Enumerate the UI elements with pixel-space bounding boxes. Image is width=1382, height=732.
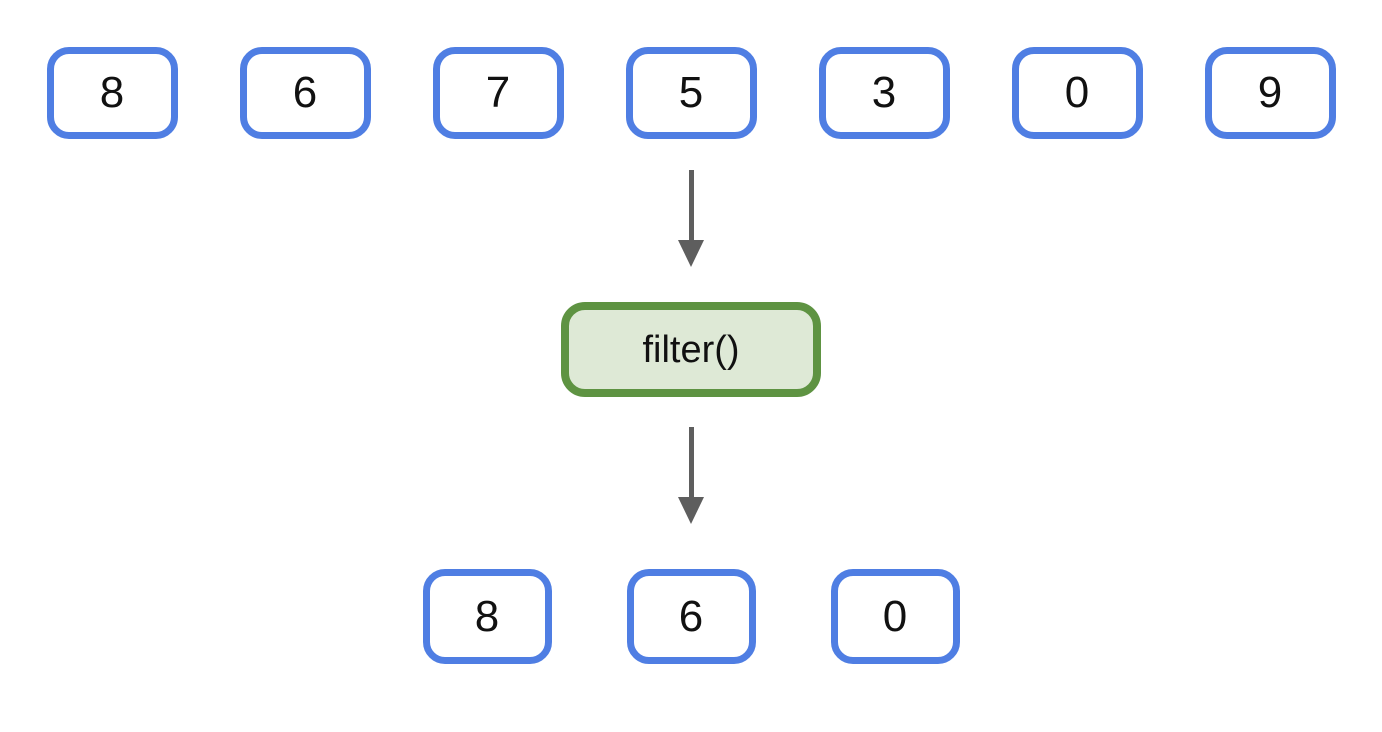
input-number-label: 0 bbox=[1064, 68, 1090, 117]
arrow-head bbox=[678, 497, 704, 524]
input-number-label: 7 bbox=[485, 68, 511, 117]
input-number-box: 7 bbox=[432, 47, 564, 139]
arrow-shaft bbox=[688, 427, 694, 497]
input-number-box: 9 bbox=[1204, 47, 1336, 139]
input-number-label: 6 bbox=[292, 68, 318, 117]
input-number-label: 9 bbox=[1257, 68, 1283, 117]
output-number-row: 8 6 0 bbox=[0, 569, 1382, 664]
arrow-head bbox=[678, 240, 704, 267]
input-number-box: 6 bbox=[239, 47, 371, 139]
input-number-box: 0 bbox=[1011, 47, 1143, 139]
arrow-down-icon bbox=[677, 427, 705, 524]
output-number-label: 6 bbox=[678, 591, 704, 641]
input-number-row: 8 6 7 5 3 0 9 bbox=[0, 0, 1382, 139]
arrow-down-icon bbox=[677, 170, 705, 267]
input-number-label: 8 bbox=[99, 68, 125, 117]
input-number-box: 3 bbox=[818, 47, 950, 139]
output-number-label: 8 bbox=[474, 591, 500, 641]
input-number-label: 3 bbox=[871, 68, 897, 117]
input-number-box: 5 bbox=[625, 47, 757, 139]
input-number-label: 5 bbox=[678, 68, 704, 117]
output-number-box: 6 bbox=[626, 569, 756, 664]
output-number-box: 8 bbox=[422, 569, 552, 664]
input-number-box: 8 bbox=[46, 47, 178, 139]
output-number-label: 0 bbox=[882, 591, 908, 641]
filter-operation-box: filter() bbox=[561, 302, 821, 397]
filter-operation-label: filter() bbox=[642, 328, 740, 371]
output-number-box: 0 bbox=[830, 569, 960, 664]
arrow-shaft bbox=[688, 170, 694, 240]
